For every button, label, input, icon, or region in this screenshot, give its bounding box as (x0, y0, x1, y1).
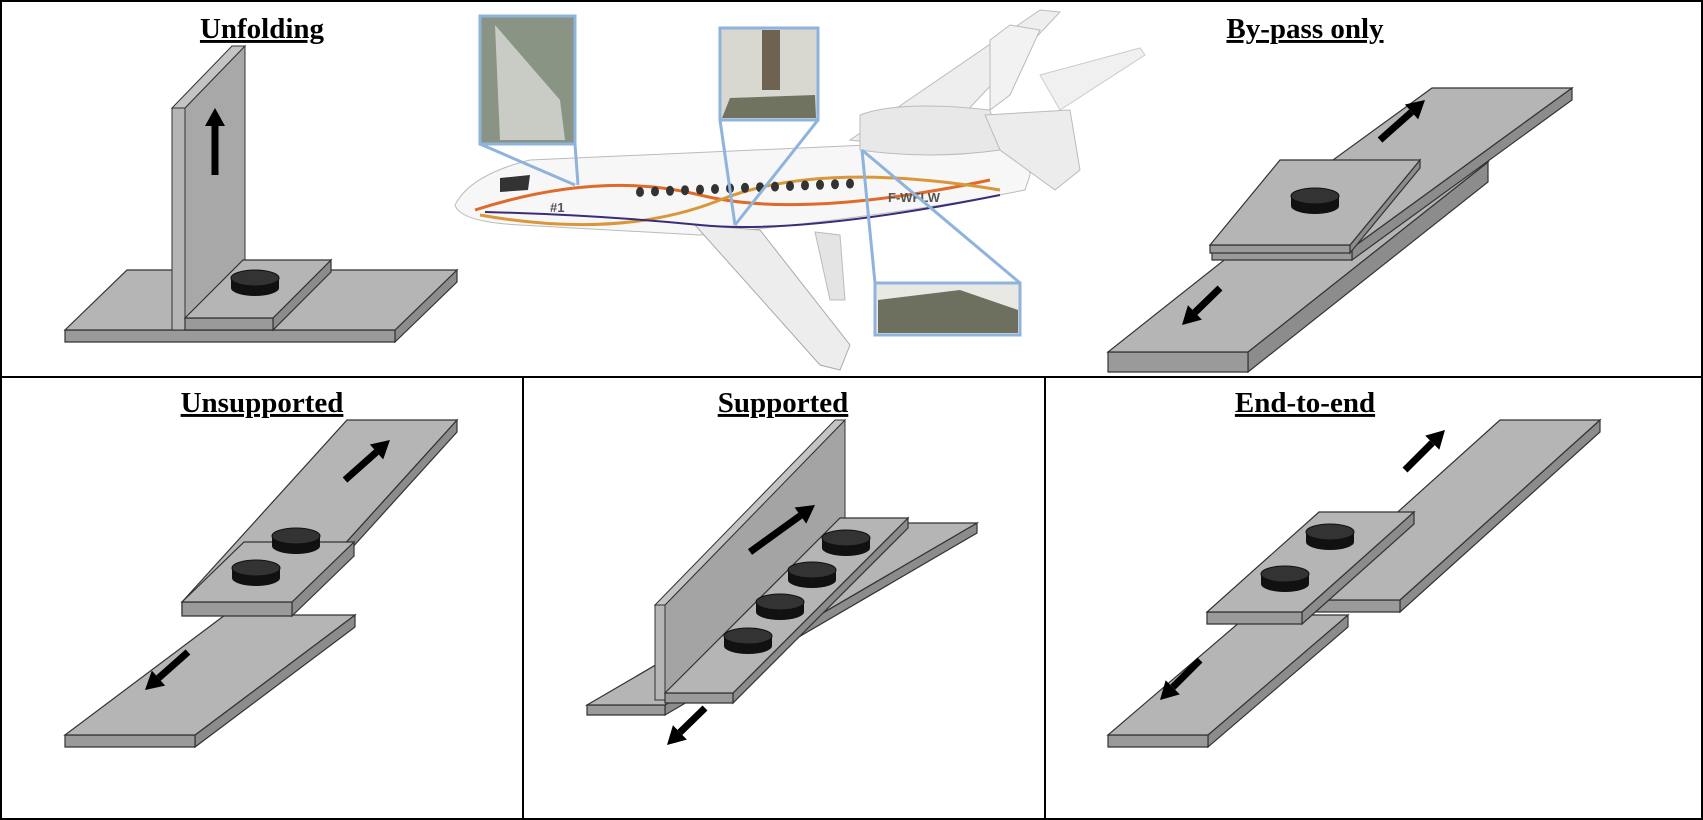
load-arrow-icon (747, 505, 815, 555)
arrow-head (205, 108, 225, 126)
arrow-shaft (1377, 109, 1414, 143)
cabin-window (636, 187, 644, 197)
arrow-shaft (747, 512, 803, 555)
cabin-window (816, 179, 824, 190)
arrow-shaft (1192, 285, 1223, 315)
bolt-head (787, 561, 837, 588)
load-arrow-icon (205, 108, 225, 175)
plate-top-face (63, 614, 357, 736)
bolt-head (1290, 187, 1340, 214)
bolt-top (755, 593, 805, 611)
arrow-head (1182, 305, 1202, 325)
callout-boxes (478, 14, 1022, 337)
bolt-top (231, 559, 281, 577)
lower-plate (63, 613, 357, 749)
splice-plate (1205, 510, 1416, 626)
bolt-head (755, 593, 805, 620)
load-arrow-icon (1402, 430, 1445, 473)
plate-front-face (64, 329, 396, 343)
arrow-shaft (342, 449, 379, 483)
bolt-head (230, 269, 280, 296)
arrow-head (1160, 680, 1180, 700)
web-plate-top (653, 419, 847, 606)
plate-front-face (1107, 734, 1209, 748)
bolt-top (230, 269, 280, 287)
cabin-window (771, 181, 779, 192)
arrow-head (794, 505, 815, 524)
plate-front-face (1209, 244, 1351, 254)
title-supported: Supported (718, 387, 849, 419)
bolt-top (1260, 565, 1310, 583)
plate-front-face (181, 601, 293, 617)
arrow-head (667, 725, 687, 745)
plate-front-face (664, 692, 734, 704)
joint-drawings (63, 44, 1602, 749)
bolt-head (723, 627, 773, 654)
load-arrow-icon (1160, 657, 1203, 700)
title-bypass-only: By-pass only (1226, 13, 1384, 45)
bolt-head (1260, 565, 1310, 592)
cabin-window (741, 182, 749, 193)
arrow-shaft (1170, 657, 1203, 690)
plate-top-face (1106, 614, 1350, 736)
aircraft-registration: F-WFLW (888, 190, 941, 205)
lower-plate (1106, 613, 1350, 749)
cabin-window (711, 184, 719, 194)
cabin-window (786, 181, 794, 191)
load-arrow-icon (667, 705, 708, 745)
load-arrow-icon (1377, 100, 1425, 143)
bolt-top (723, 627, 773, 645)
vertical-plate-edge (171, 107, 186, 331)
title-unfolding: Unfolding (200, 13, 325, 45)
cabin-window (666, 185, 674, 196)
plate-front-face (586, 704, 666, 716)
cabin-window (696, 184, 704, 195)
arrow-head (1425, 430, 1445, 450)
cabin-window (831, 179, 839, 190)
arrow-shaft (156, 649, 191, 681)
load-arrow-icon (145, 649, 191, 690)
bolt-head (1305, 523, 1355, 550)
bolt-top (271, 527, 321, 545)
cabin-window (681, 185, 689, 196)
arrow-shaft (677, 705, 708, 735)
web-plate-edge (654, 604, 666, 701)
bolt-head (271, 527, 321, 554)
title-unsupported: Unsupported (181, 387, 344, 419)
bolt-top (787, 561, 837, 579)
bolt-head (231, 559, 281, 586)
aircraft-number: #1 (550, 200, 564, 215)
arrow-head (1404, 100, 1425, 120)
arrow-shaft (1402, 440, 1435, 473)
bolt-head (821, 529, 871, 556)
plate-top-face (1205, 511, 1416, 613)
plate-front-face (1206, 611, 1303, 625)
arrow-head (145, 670, 166, 690)
cabin-window (801, 180, 809, 191)
load-arrow-icon (1182, 285, 1223, 325)
cabin-windows (636, 178, 854, 197)
plate-front-face (184, 317, 274, 331)
bolt-top (1290, 187, 1340, 205)
bolt-top (1305, 523, 1355, 541)
title-end-to-end: End-to-end (1235, 387, 1375, 419)
bolt-top (821, 529, 871, 547)
vertical-plate-top (170, 45, 247, 109)
load-arrow-icon (342, 440, 390, 483)
cabin-window (651, 186, 659, 197)
cabin-window (846, 178, 854, 189)
aircraft-illustration: #1 F-WFLW (454, 9, 1146, 371)
plate-front-face (1107, 351, 1249, 373)
arrow-head (369, 440, 390, 460)
plate-front-face (64, 734, 196, 748)
